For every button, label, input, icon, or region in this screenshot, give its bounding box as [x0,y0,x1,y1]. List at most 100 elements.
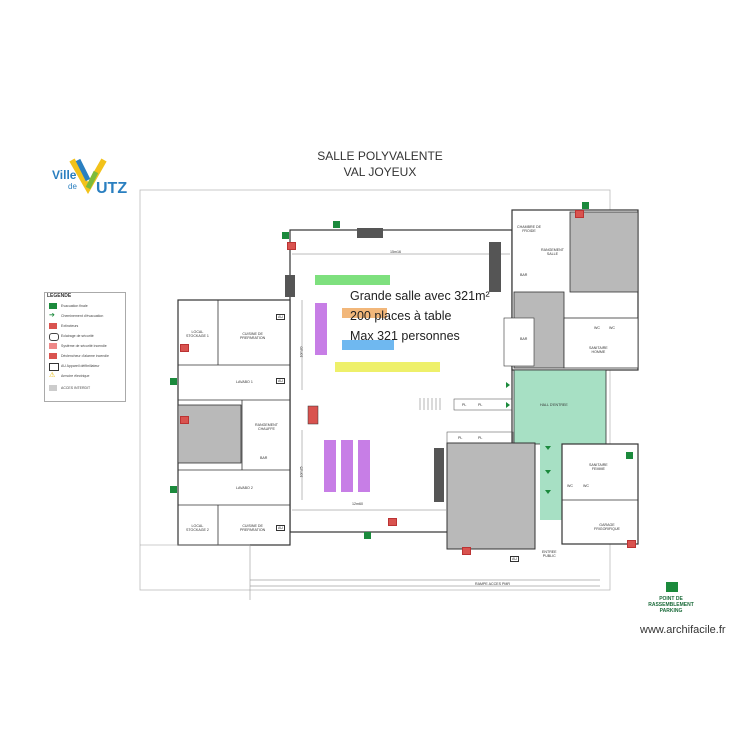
logo-mark-icon [69,158,107,194]
au-box-1: AU [276,314,285,320]
fire-alarm-icon [180,416,189,424]
label-wc-3: WC [567,484,573,488]
watermark: www.archifacile.fr [640,624,726,636]
legend-item-extinguisher: Extincteurs [49,323,123,330]
exit-sign-icon [333,221,340,228]
dim-top: 15m16 [390,250,401,254]
label-wc-2: WC [609,326,615,330]
room-lavabo-2: LAVABO 2 [236,486,253,490]
logo-text-de: de [68,182,77,191]
site-boundary [139,189,611,591]
legend-label: Armoire électrique [61,374,90,378]
right-bottom-wing [561,443,639,545]
room-entree-public: ENTREE PUBLIC [542,550,557,558]
rally-line-2: RASSEMBLEMENT [648,602,694,608]
rally-point-label: POINT DE RASSEMBLEMENT PARKING [636,596,706,614]
legend-item-warning: ⚠ Armoire électrique [49,372,123,380]
rally-line-3: PARKING [659,608,683,614]
label-wc-4: WC [583,484,589,488]
room-bar-center: BAR [520,337,528,341]
room-cuisine-preparation-bottom: CUISINE DE PREPARATION [240,524,266,532]
title-line-2: VAL JOYEUX [343,165,417,179]
fire-alarm-icon [388,518,397,526]
rally-line-1: POINT DE [659,596,683,602]
emergency-light-icon [49,333,59,341]
title-line-1: SALLE POLYVALENTE [317,149,443,163]
room-sanitaires-femme: SANITAIRE FEMME [589,463,608,471]
room-local-stockage-1: LOCAL STOCKAGE 1 [186,330,209,338]
room-bar-left: BAR [260,456,268,460]
room-cuisine-preparation-top: CUISINE DE PREPARATION [240,332,266,340]
table-blue [342,340,394,350]
label-pl-3: PL [458,436,463,440]
chambre-froide-room [177,404,242,464]
label-pl-1: PL [462,403,467,407]
room-rangement-chauffe: RANGEMENT CHAUFFE [255,423,278,431]
label-rampe-acces-pmr: RAMPE ACCES PMR [475,582,510,586]
sanitaires-homme-room [563,317,639,369]
warning-icon: ⚠ [49,372,56,379]
alarm-button-icon [49,343,57,349]
dim-bottom: 12m60 [352,502,363,506]
exit-sign-icon [170,486,177,493]
table-purple-2 [341,440,353,492]
legend-title: LEGENDE [47,293,72,299]
fire-alarm-icon [627,540,636,548]
room-rangement-salle: RANGEMENT SALLE [541,248,564,256]
legend-item-exit: Evacuation finale [49,303,123,310]
exit-sign-icon [364,532,371,539]
room-hall-entree: HALL D'ENTREE [540,403,568,407]
legend-item-arrow: ➔ Cheminement d'évacuation [49,312,123,320]
fire-alarm-icon [287,242,296,250]
au-box-2: AU [276,378,285,384]
label-pl-2: PL [478,403,483,407]
fire-alarm-icon [575,210,584,218]
aed-icon [49,363,59,371]
dim-left-top: 10m20 [299,346,304,358]
legend-box: LEGENDE Evacuation finale ➔ Cheminement … [44,292,126,402]
table-purple-3 [358,440,370,492]
room-local-stockage-2: LOCAL STOCKAGE 2 [186,524,209,532]
legend-label: Evacuation finale [61,304,88,308]
rally-point-icon [666,582,678,592]
table-orange [342,308,387,318]
au-box-3: AU [276,525,285,531]
legend-item-aed: AU Appareil défibrillateur [49,363,123,371]
legend-label: ACCES INTERDIT [61,386,91,390]
plan-title: SALLE POLYVALENTE VAL JOYEUX [300,148,460,180]
legend-item-emergency-light: Eclairage de sécurité [49,333,123,341]
table-purple-1 [324,440,336,492]
room-bar-right: BAR [520,273,528,277]
au-box-4: AU [510,556,519,562]
hall-capacity-line-2: 200 places à table [350,309,452,323]
fire-alarm-icon [462,547,471,555]
hall-capacity-line-3: Max 321 personnes [350,329,460,343]
exit-sign-icon [170,378,177,385]
legend-label: Eclairage de sécurité [61,334,94,338]
extinguisher-icon [49,323,57,329]
room-chambre-froide: CHAMBRE DE FROIDE [517,225,541,233]
table-purple-top [315,303,327,355]
room-lavabo-1: LAVABO 1 [236,380,253,384]
ville-de-yutz-logo: Ville de UTZ [50,158,130,200]
fire-alarm-icon [49,353,57,359]
legend-label: Cheminement d'évacuation [61,314,104,318]
hall-entree-room [513,369,607,445]
label-pl-4: PL [478,436,483,440]
room-garage-frigorifique: GARAGE FRIGORIFIQUE [594,523,620,531]
legend-label: Extincteurs [61,324,79,328]
exit-sign-icon [49,303,57,309]
table-yellow [335,362,440,372]
legend-label: Déclencheur d'alarme incendie [61,354,109,358]
bar-area [503,317,535,367]
exit-sign-icon [626,452,633,459]
legend-item-fire-alarm: Déclencheur d'alarme incendie [49,353,123,360]
room-sanitaires-homme: SANITAIRE HOMME [589,346,608,354]
hall-capacity-line-1: Grande salle avec 321m² [350,289,490,303]
dim-left-bottom: 10m25 [299,466,304,478]
fire-alarm-icon [180,344,189,352]
grey-storage-center [446,442,536,550]
exit-sign-icon [582,202,589,209]
table-green [315,275,390,285]
